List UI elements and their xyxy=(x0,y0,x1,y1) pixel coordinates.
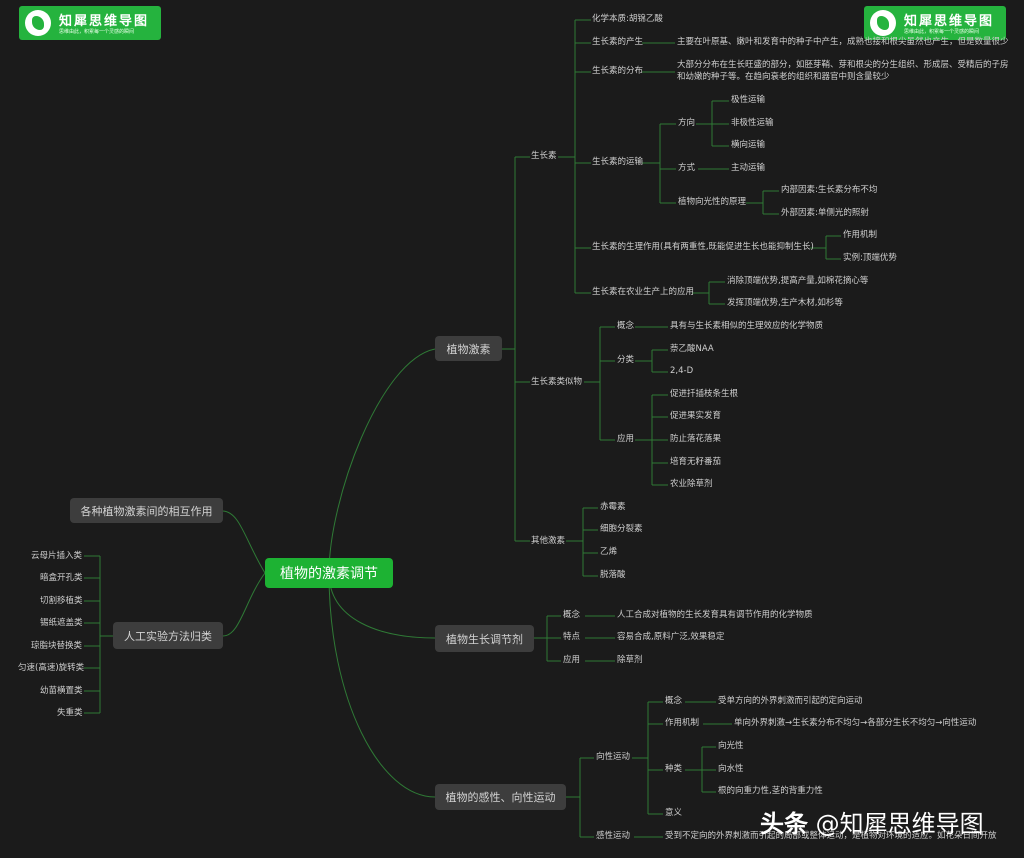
logo-name: 知犀思维导图 xyxy=(59,14,150,29)
analog-type-item[interactable]: 萘乙酸NAA xyxy=(670,344,714,354)
rhino-logo-icon xyxy=(870,10,896,36)
rhino-logo-icon xyxy=(25,10,51,36)
direction-item[interactable]: 非极性运输 xyxy=(731,118,774,128)
node-auxin[interactable]: 生长素 xyxy=(531,151,557,161)
analog-type-item[interactable]: 2,4-D xyxy=(670,366,694,376)
regulator-concept[interactable]: 概念 xyxy=(563,610,581,620)
node-hormones[interactable]: 植物激素 xyxy=(435,336,502,361)
other-hormone-item[interactable]: 脱落酸 xyxy=(600,570,626,580)
regulator-application-text: 除草剂 xyxy=(617,655,643,665)
tropism[interactable]: 向性运动 xyxy=(596,752,631,762)
connector-line xyxy=(222,510,266,574)
nastic-movement[interactable]: 感性运动 xyxy=(596,831,631,841)
exp-item[interactable]: 云母片插入类 xyxy=(31,551,83,561)
regulator-application[interactable]: 应用 xyxy=(563,655,581,665)
agriculture-item[interactable]: 发挥顶端优势,生产木材,如杉等 xyxy=(727,298,843,308)
transport-mode-value[interactable]: 主动运输 xyxy=(731,163,766,173)
connector-line xyxy=(328,348,436,574)
tropism-meaning[interactable]: 意义 xyxy=(665,808,683,818)
physiology-item[interactable]: 作用机制 xyxy=(843,230,878,240)
node-experiments[interactable]: 人工实验方法归类 xyxy=(113,622,223,649)
exp-item[interactable]: 锡纸遮盖类 xyxy=(40,618,83,628)
auxin-distribution[interactable]: 生长素的分布 xyxy=(592,66,644,76)
analog-application[interactable]: 应用 xyxy=(617,434,635,444)
connector-line xyxy=(328,572,436,798)
node-interaction[interactable]: 各种植物激素间的相互作用 xyxy=(70,498,223,523)
tropism-type-item[interactable]: 向光性 xyxy=(718,741,744,751)
exp-item[interactable]: 暗盒开孔类 xyxy=(40,573,83,583)
brand-logo-right: 知犀思维导图 思维由此，积累每一个灵感的瞬间 xyxy=(864,6,1006,40)
tropism-concept[interactable]: 概念 xyxy=(665,696,683,706)
analog-app-item[interactable]: 培育无籽番茄 xyxy=(670,457,722,467)
auxin-production-text: 主要在叶原基、嫩叶和发育中的种子中产生，成熟也接和根尖虽然也产生，但是数量很少 xyxy=(677,37,1009,47)
analog-concept-text: 具有与生长素相似的生理效应的化学物质 xyxy=(670,321,824,331)
phototropism-principle[interactable]: 植物向光性的原理 xyxy=(678,197,747,207)
other-hormone-item[interactable]: 乙烯 xyxy=(600,547,618,557)
node-regulators[interactable]: 植物生长调节剂 xyxy=(435,625,534,652)
exp-item[interactable]: 切割移植类 xyxy=(40,596,83,606)
analog-app-item[interactable]: 促进果实发育 xyxy=(670,411,722,421)
auxin-nature[interactable]: 化学本质:胡锦乙酸 xyxy=(592,14,663,24)
physiology-item[interactable]: 实例:顶端优势 xyxy=(843,253,897,263)
node-other-hormones[interactable]: 其他激素 xyxy=(531,536,566,546)
analog-app-item[interactable]: 农业除草剂 xyxy=(670,479,713,489)
direction-item[interactable]: 极性运输 xyxy=(731,95,766,105)
regulator-concept-text: 人工合成对植物的生长发育具有调节作用的化学物质 xyxy=(617,610,813,620)
auxin-production[interactable]: 生长素的产生 xyxy=(592,37,644,47)
auxin-transport[interactable]: 生长素的运输 xyxy=(592,157,644,167)
exp-item[interactable]: 琼脂块替换类 xyxy=(31,641,83,651)
tropism-mechanism[interactable]: 作用机制 xyxy=(665,718,700,728)
analog-concept[interactable]: 概念 xyxy=(617,321,635,331)
auxin-agriculture[interactable]: 生长素在农业生产上的应用 xyxy=(592,287,695,297)
phototropism-item[interactable]: 内部因素:生长素分布不均 xyxy=(781,185,878,195)
direction-item[interactable]: 横向运输 xyxy=(731,140,766,150)
connector-line xyxy=(222,572,266,637)
other-hormone-item[interactable]: 细胞分裂素 xyxy=(600,524,643,534)
logo-slogan: 思维由此，积累每一个灵感的瞬间 xyxy=(59,29,135,35)
agriculture-item[interactable]: 消除顶端优势,提高产量,如棉花摘心等 xyxy=(727,276,869,286)
analog-app-item[interactable]: 促进扦插枝条生根 xyxy=(670,389,739,399)
node-analogs[interactable]: 生长素类似物 xyxy=(531,377,583,387)
tropism-mechanism-text: 单向外界刺激→生长素分布不均匀→各部分生长不均匀→向性运动 xyxy=(734,718,977,728)
tropism-concept-text: 受单方向的外界刺激而引起的定向运动 xyxy=(718,696,863,706)
logo-slogan: 思维由此，积累每一个灵感的瞬间 xyxy=(904,29,980,35)
tropism-type-item[interactable]: 向水性 xyxy=(718,764,744,774)
watermark: 头条 @知犀思维导图 xyxy=(760,804,984,839)
tropism-type-item[interactable]: 根的向重力性,茎的背重力性 xyxy=(718,786,823,796)
watermark-brand: 头条 xyxy=(760,810,808,838)
node-movement[interactable]: 植物的感性、向性运动 xyxy=(435,784,566,810)
other-hormone-item[interactable]: 赤霉素 xyxy=(600,502,626,512)
auxin-distribution-text2: 和幼嫩的种子等。在趋向衰老的组织和器官中则含量较少 xyxy=(677,72,890,82)
regulator-features[interactable]: 特点 xyxy=(563,632,581,642)
brand-logo-left: 知犀思维导图 思维由此，积累每一个灵感的瞬间 xyxy=(19,6,161,40)
analog-types[interactable]: 分类 xyxy=(617,355,635,365)
auxin-physiology[interactable]: 生长素的生理作用(具有两重性,既能促进生长也能抑制生长) xyxy=(592,242,814,252)
auxin-distribution-text1: 大部分分布在生长旺盛的部分，如胚芽鞘、芽和根尖的分生组织、形成层、受精后的子房 xyxy=(677,60,1009,70)
phototropism-item[interactable]: 外部因素:单侧光的照射 xyxy=(781,208,869,218)
watermark-account: @知犀思维导图 xyxy=(815,810,984,838)
exp-item[interactable]: 匀速(高速)旋转类 xyxy=(18,663,85,673)
transport-mode[interactable]: 方式 xyxy=(678,163,696,173)
exp-item[interactable]: 幼苗横置类 xyxy=(40,686,83,696)
analog-app-item[interactable]: 防止落花落果 xyxy=(670,434,722,444)
regulator-features-text: 容易合成,原料广泛,效果稳定 xyxy=(617,632,725,642)
transport-direction[interactable]: 方向 xyxy=(678,118,696,128)
tropism-types[interactable]: 种类 xyxy=(665,764,683,774)
connector-line xyxy=(328,572,436,639)
nastic-movement-text: 受到不定向的外界刺激而引起的局部或整体运动，是植物对环境的适应。如花朵日间开放 xyxy=(665,831,997,841)
exp-item[interactable]: 失重类 xyxy=(57,708,83,718)
root-node[interactable]: 植物的激素调节 xyxy=(265,558,393,588)
logo-name: 知犀思维导图 xyxy=(904,14,995,29)
